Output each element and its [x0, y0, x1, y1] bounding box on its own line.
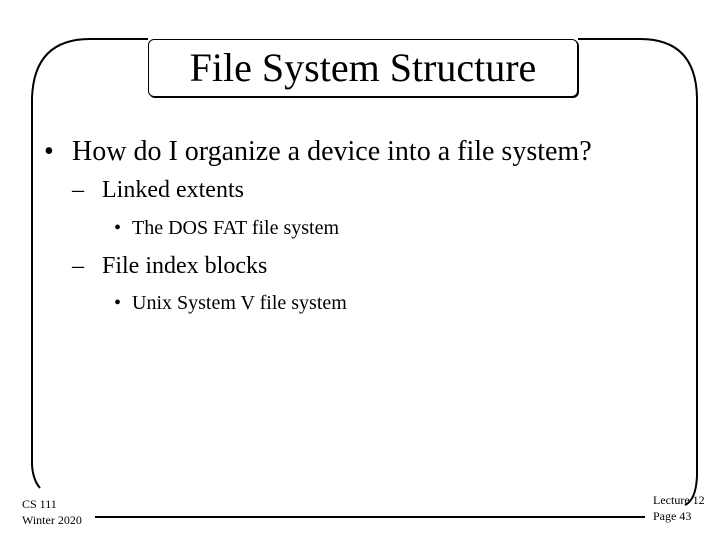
bullet-main-text: How do I organize a device into a file s…: [72, 136, 592, 167]
footer-page: Page 43: [653, 509, 692, 523]
dash-marker: –: [72, 177, 84, 203]
footer-term: Winter 2020: [22, 513, 82, 527]
bullet-sub2-detail-text: Unix System V file system: [132, 292, 347, 314]
bullet-marker: •: [114, 217, 122, 239]
bullet-sub2-detail: • Unix System V file system: [114, 292, 347, 315]
bullet-sub2-text: File index blocks: [102, 253, 268, 279]
dash-marker: –: [72, 253, 84, 279]
slide-title: File System Structure: [189, 45, 537, 90]
bullet-marker: •: [114, 292, 122, 314]
bullet-main: • How do I organize a device into a file …: [44, 136, 592, 168]
bullet-sub1-detail: • The DOS FAT file system: [114, 217, 339, 240]
bullet-marker: •: [44, 136, 54, 167]
footer-course-info: CS 111 Winter 2020: [22, 496, 82, 528]
footer-course: CS 111: [22, 497, 57, 511]
footer-page-info: Lecture 12 Page 43: [653, 492, 705, 524]
bullet-sub1: –Linked extents: [72, 177, 244, 204]
bullet-sub2: –File index blocks: [72, 253, 267, 280]
bullet-sub1-text: Linked extents: [102, 177, 244, 203]
bullet-sub1-detail-text: The DOS FAT file system: [132, 217, 340, 239]
footer-lecture: Lecture 12: [653, 493, 705, 507]
title-box: File System Structure: [148, 39, 578, 97]
